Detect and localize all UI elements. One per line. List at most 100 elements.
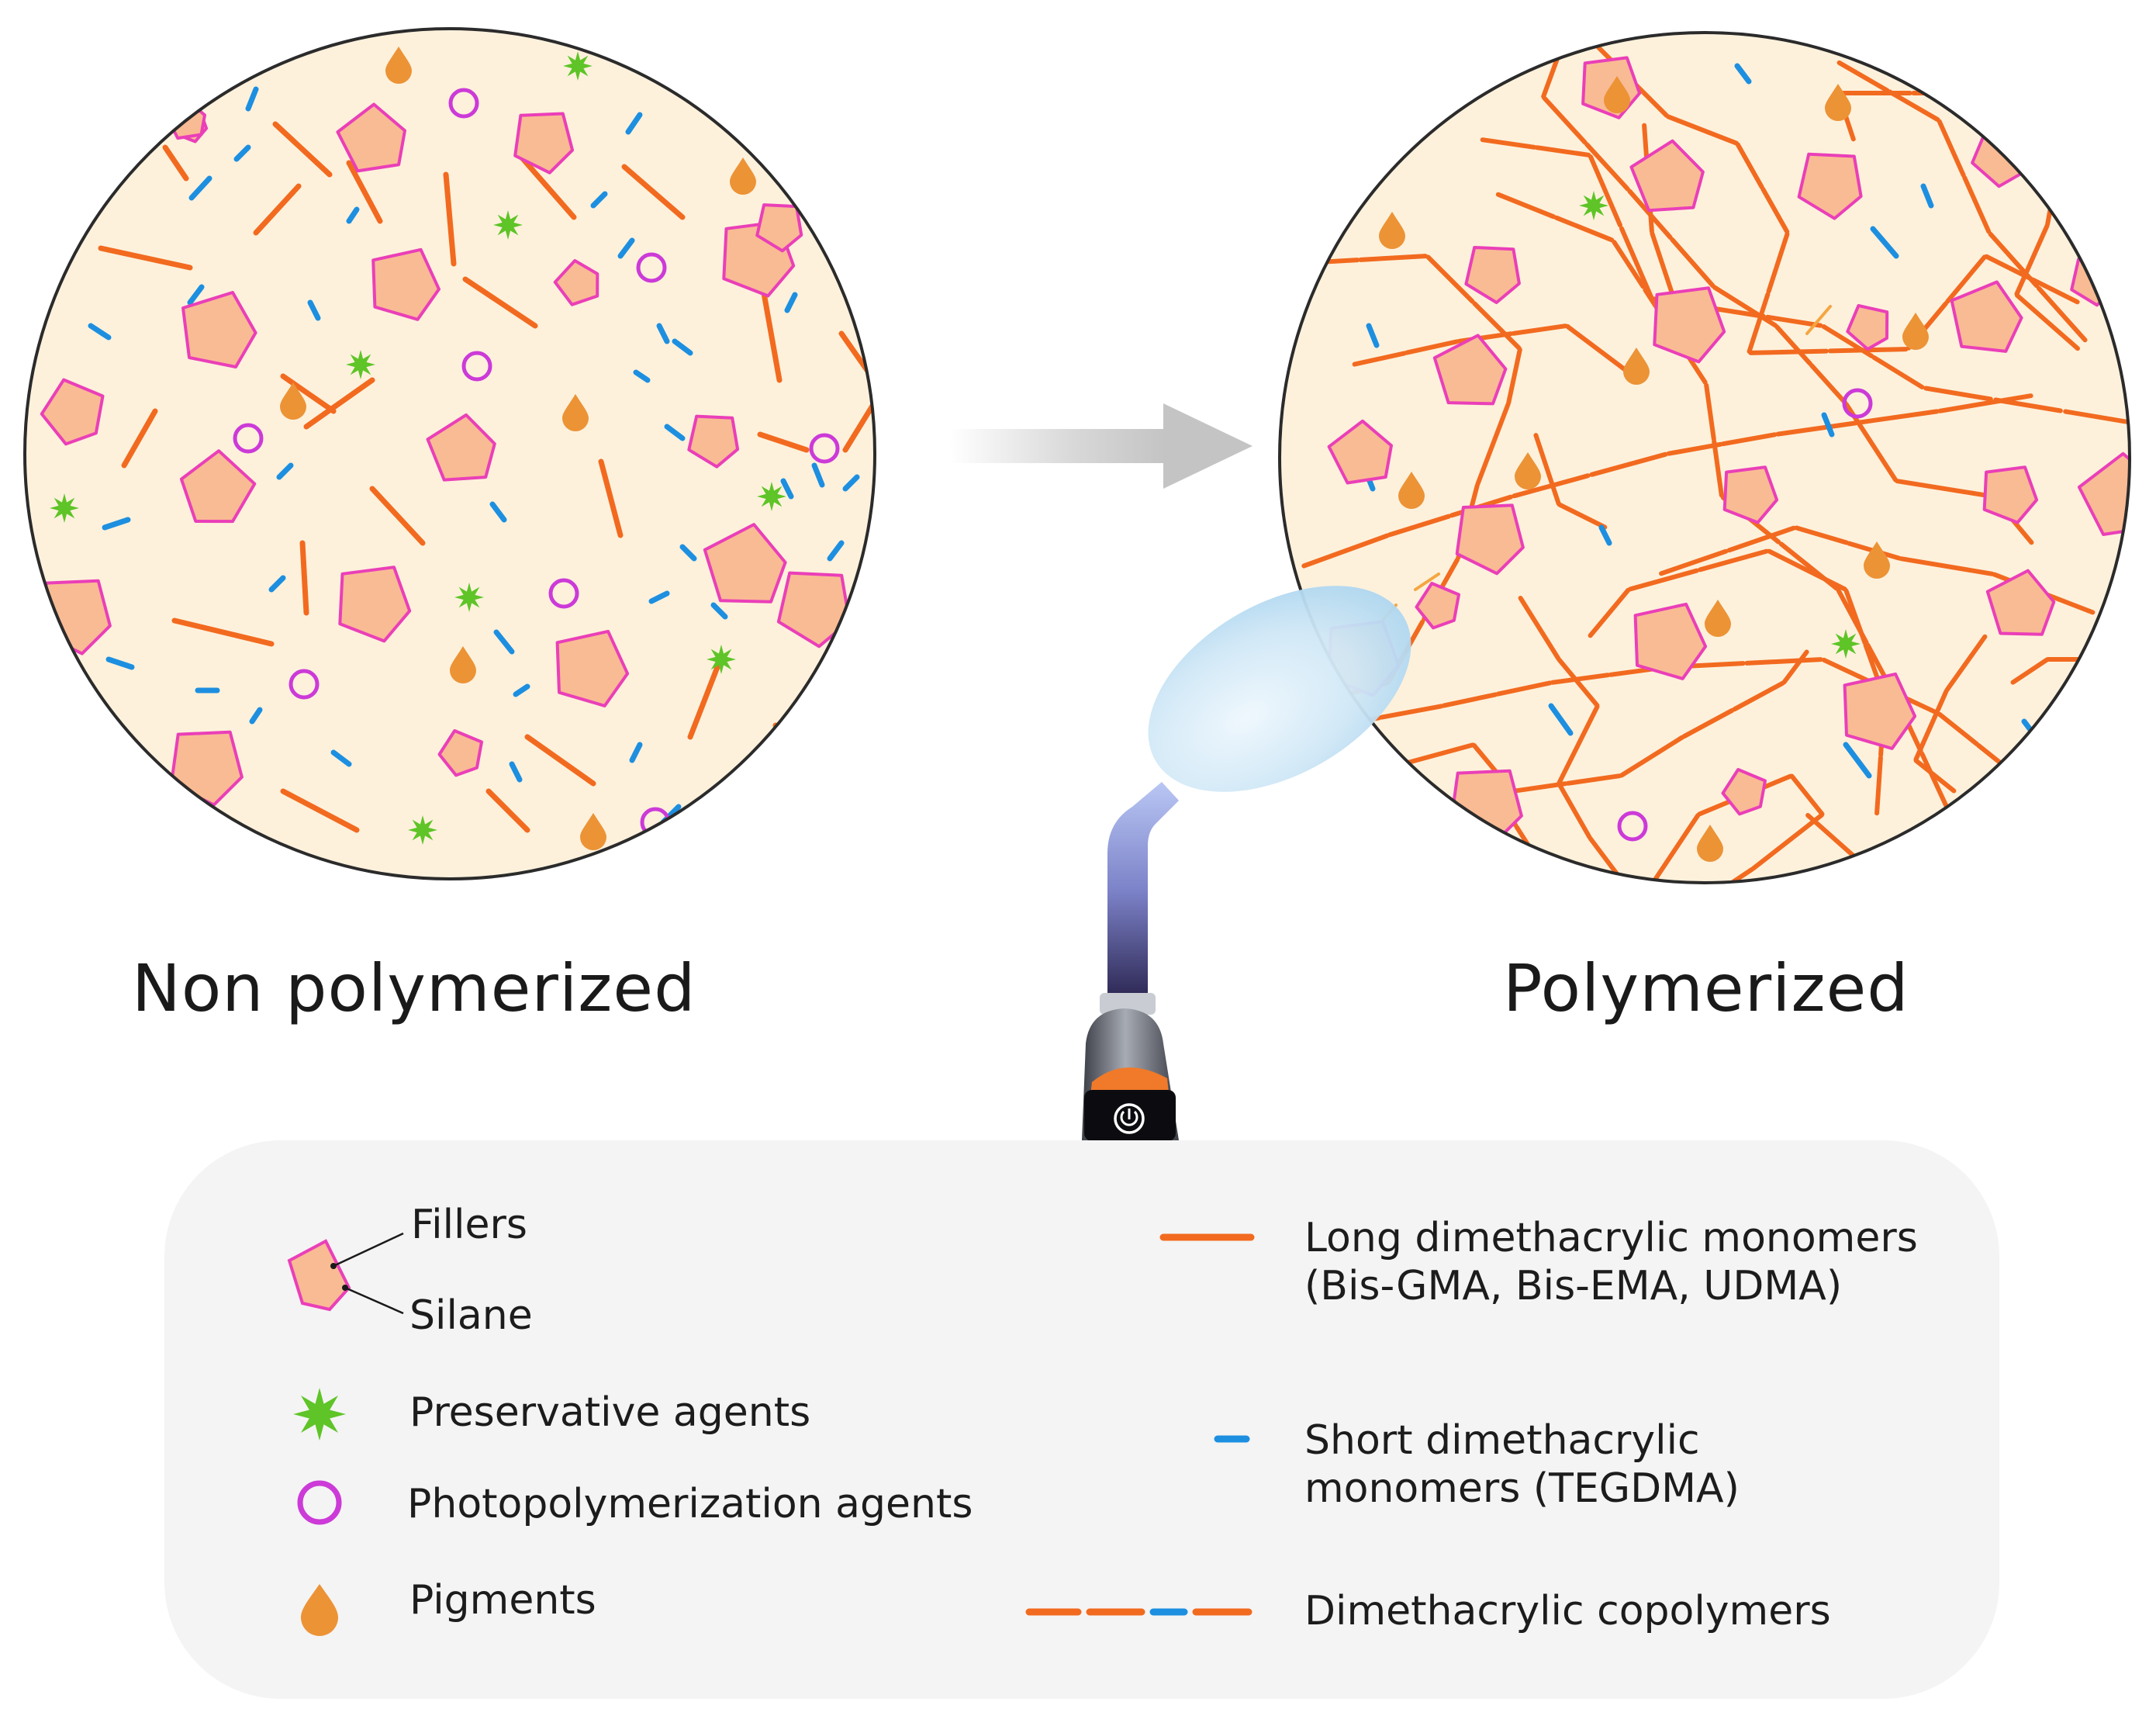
- photopolymerization-agent: [809, 433, 840, 464]
- copolymer-segment: [1588, 836, 1639, 883]
- filler-particle: [437, 729, 483, 777]
- long-monomer: [524, 734, 596, 787]
- long-monomer: [280, 788, 360, 833]
- polymerized-circle: [1278, 31, 2131, 884]
- copolymer-segment: [1843, 588, 1867, 645]
- copolymer-segment: [1480, 137, 1537, 150]
- copolymer-segment: [1352, 351, 1407, 367]
- copolymer-segment: [1628, 568, 1699, 592]
- non-polymerized-caption: Non polymerized: [132, 950, 696, 1026]
- filler-particle: [687, 414, 740, 469]
- short-monomer: [780, 478, 794, 500]
- copolymer-segment: [1387, 514, 1452, 538]
- short-monomer: [1821, 412, 1835, 438]
- short-monomer: [307, 299, 321, 321]
- pigment-particle: [1604, 76, 1630, 113]
- long-monomer: [98, 245, 193, 271]
- copolymer-segment: [1767, 548, 1847, 592]
- copolymer-segment: [1619, 735, 1684, 778]
- photopolymerization-agent: [289, 669, 320, 700]
- legend-label-fillers: Fillers: [411, 1202, 527, 1248]
- long-monomer: [121, 408, 158, 469]
- copolymer-segment: [2063, 409, 2130, 425]
- copolymer-segment: [1712, 439, 1724, 498]
- right-arrow-icon: [950, 403, 1252, 489]
- copolymer-segment: [1565, 323, 1630, 375]
- copolymer-segment: [1720, 432, 1778, 447]
- preservative-agent: [493, 210, 523, 240]
- filler-particle: [181, 291, 257, 368]
- copolymer-segment: [2037, 285, 2088, 343]
- copolymer-segment: [1747, 292, 1771, 355]
- short-monomer: [827, 540, 845, 562]
- long-monomer: [369, 486, 426, 546]
- copolymer-segment: [1472, 301, 1522, 351]
- copolymer-segment: [1557, 657, 1600, 708]
- copolymer-segment: [1666, 114, 1739, 146]
- copolymer-segment: [1495, 680, 1553, 697]
- short-monomer: [1598, 524, 1612, 546]
- legend-label-long-monomers: Long dimethacrylic monomers (Bis-GMA, Bi…: [1304, 1215, 1918, 1309]
- filler-particle: [703, 523, 787, 604]
- long-monomer: [303, 377, 375, 430]
- long-monomer: [272, 121, 333, 178]
- filler-particle: [1653, 286, 1726, 364]
- copolymer-segment: [1712, 285, 1778, 328]
- filler-particle: [1415, 582, 1460, 630]
- filler-particle: [1721, 768, 1767, 816]
- photopolymerization-agent: [1842, 388, 1873, 419]
- polymerized-caption: Polymerized: [1503, 950, 1909, 1026]
- copolymer-segment: [1553, 215, 1615, 243]
- legend-label-pigments: Pigments: [409, 1577, 596, 1624]
- filler-particle: [1797, 152, 1863, 220]
- short-monomer: [493, 629, 515, 655]
- preservative-agent: [563, 51, 593, 81]
- copolymer-segment: [1511, 323, 1568, 336]
- copolymer-segment: [1534, 145, 1591, 157]
- short-monomer: [513, 683, 530, 697]
- copolymer-segment: [1650, 231, 1677, 304]
- long-monomer: [346, 160, 383, 224]
- pigment-particle: [1697, 825, 1723, 862]
- photopolymerization-agent: [461, 351, 492, 382]
- long-monomer: [253, 183, 302, 236]
- copolymer-segment: [2015, 292, 2080, 351]
- filler-particle: [553, 259, 599, 306]
- short-monomer: [1843, 742, 1872, 779]
- pigment-particle: [385, 47, 412, 84]
- short-monomer: [710, 602, 728, 620]
- filler-particle: [1722, 465, 1779, 524]
- long-monomer: [687, 664, 720, 740]
- short-monomer: [590, 191, 608, 209]
- pigment-particle: [562, 394, 589, 431]
- preservative-agent: [707, 645, 736, 674]
- filler-particle: [1432, 334, 1508, 406]
- copolymer-segment: [1962, 175, 1992, 234]
- copolymer-segment: [1475, 402, 1511, 486]
- legend-label-preservative: Preservative agents: [409, 1389, 811, 1436]
- filler-particle: [1985, 569, 2056, 636]
- copolymer-segment: [1565, 773, 1622, 786]
- filler-particle: [1982, 465, 2039, 524]
- curing-light-beam: [1148, 586, 1411, 792]
- short-monomer: [664, 424, 686, 441]
- short-monomer: [1366, 323, 1380, 348]
- legend-label-silane: Silane: [409, 1292, 533, 1339]
- copolymer-segment: [1895, 479, 1995, 499]
- non-polymerized-components: [37, 47, 875, 860]
- filler-particle: [1629, 139, 1705, 213]
- copolymer-segment: [2010, 657, 2050, 685]
- copolymer-segment: [1794, 525, 1849, 545]
- filler-particle: [371, 247, 441, 321]
- copolymer-segment: [1698, 548, 1769, 572]
- short-monomer: [88, 323, 112, 341]
- copolymer-segment: [1775, 420, 1858, 437]
- copolymer-segment: [1550, 673, 1611, 685]
- short-monomer: [1870, 226, 1899, 259]
- filler-particle: [513, 112, 575, 175]
- copolymer-segment: [1899, 556, 1995, 576]
- pigment-icon: [301, 1584, 338, 1636]
- copolymer-segment: [1945, 254, 1987, 304]
- copolymer-segment: [1379, 704, 1444, 720]
